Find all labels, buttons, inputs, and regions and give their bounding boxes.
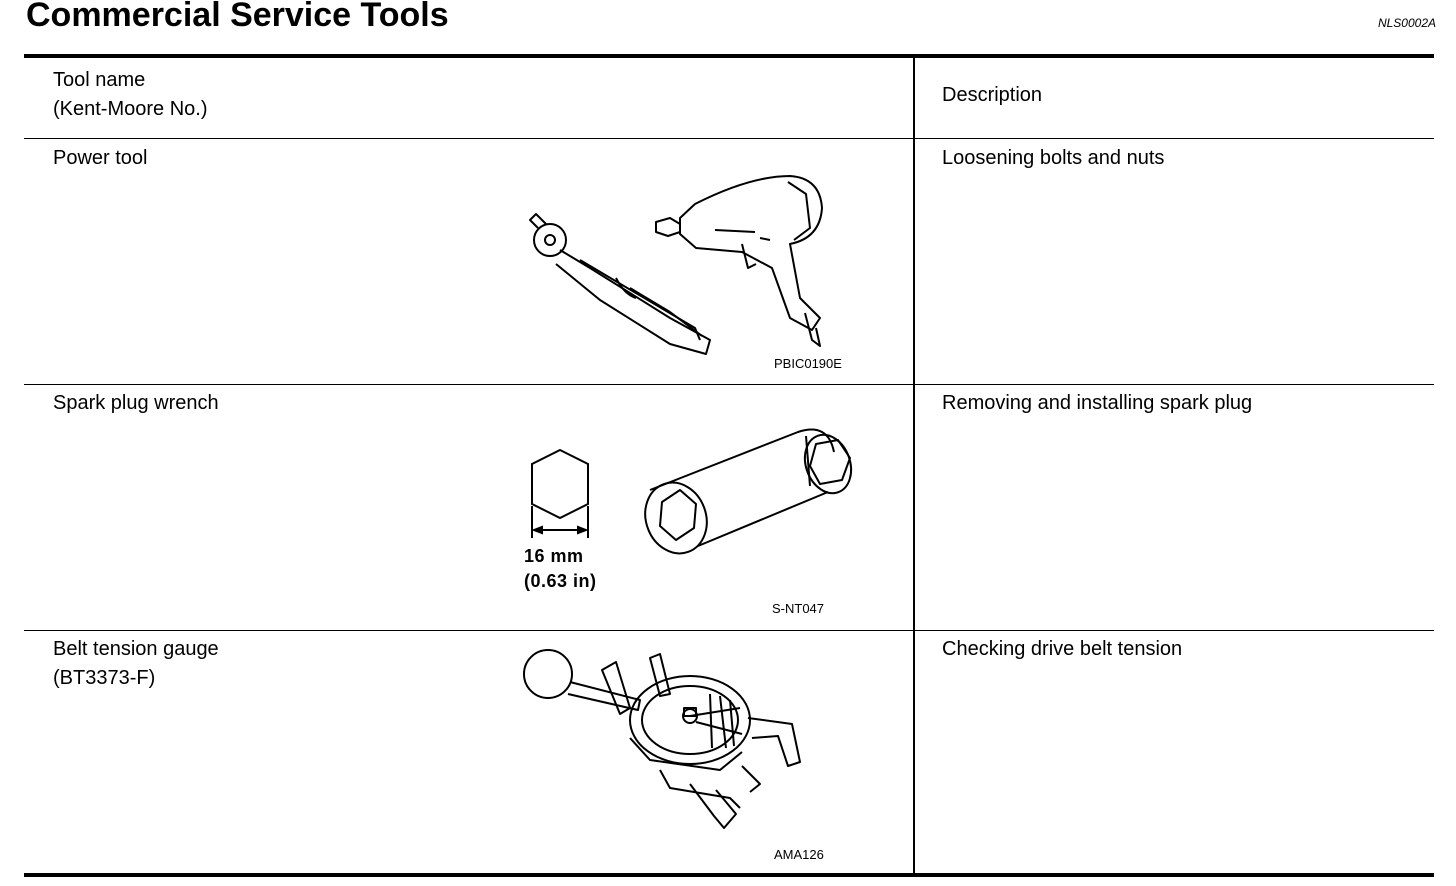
row-2-dimension: 16 mm (0.63 in) (524, 546, 597, 591)
row-3-tool-name: Belt tension gauge (BT3373-F) (53, 638, 219, 689)
hexagon-dimension-icon (531, 448, 589, 538)
power-tools-icon (529, 175, 823, 355)
table-bottom-rule (24, 873, 1434, 877)
row-1-description: Loosening bolts and nuts (942, 147, 1165, 169)
belt-tension-gauge-icon (523, 649, 801, 829)
spark-plug-socket-icon (644, 428, 853, 555)
row-2-description: Removing and installing spark plug (942, 392, 1253, 414)
row-3-description: Checking drive belt tension (942, 638, 1183, 660)
column-divider (913, 58, 915, 873)
row-3-figure-id: AMA126 (774, 847, 824, 862)
page-title: Commercial Service Tools (26, 0, 449, 34)
table-top-rule (24, 54, 1434, 58)
row-1-tool-name: Power tool (53, 147, 148, 169)
row-2-tool-name: Spark plug wrench (53, 392, 219, 414)
row-divider (24, 630, 1434, 631)
row-2-figure-id: S-NT047 (772, 601, 825, 616)
header-description: Description (942, 84, 1043, 106)
document-code: NLS0002A (1377, 16, 1436, 30)
row-divider (24, 384, 1434, 385)
header-divider (24, 138, 1434, 139)
row-1-figure-id: PBIC0190E (774, 356, 842, 371)
header-tool-name: Tool name (Kent-Moore No.) (53, 69, 208, 120)
